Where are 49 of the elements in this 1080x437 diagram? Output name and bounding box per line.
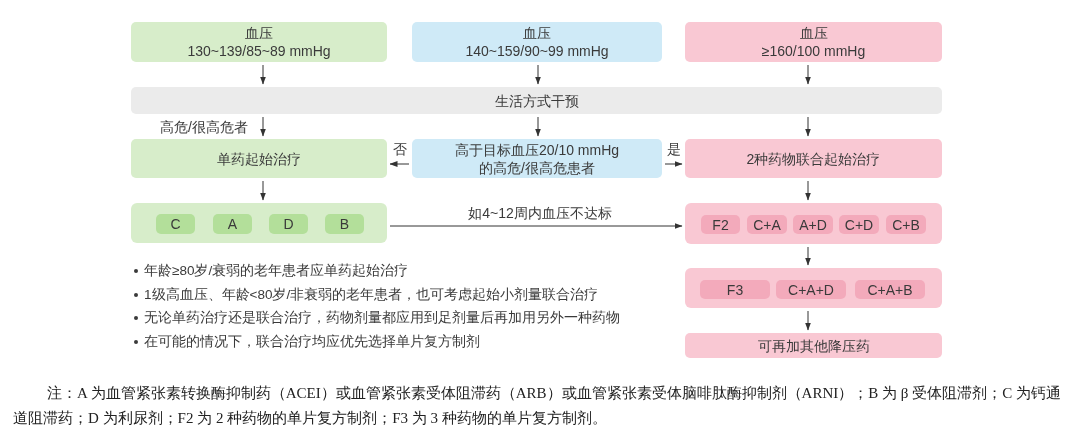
drug-tag: D <box>269 214 308 234</box>
arrow <box>805 64 811 85</box>
note-text: 年龄≥80岁/衰弱的老年患者应单药起始治疗 <box>144 262 409 280</box>
bp-label: 血压 <box>245 24 273 42</box>
treatment-box: 可再加其他降压药 <box>685 333 942 358</box>
drug-group-panel <box>685 268 942 308</box>
drug-tag: F3 <box>700 280 770 299</box>
bp-label: 血压 <box>523 24 551 42</box>
bp-value: 130~139/85~89 mmHg <box>187 42 331 60</box>
edge-label: 否 <box>390 141 409 158</box>
drug-tag: C+A <box>747 215 787 234</box>
arrow <box>389 161 410 167</box>
bp-range-box <box>685 22 942 62</box>
arrow <box>535 64 541 85</box>
drug-tag: A <box>213 214 252 234</box>
arrow <box>260 116 266 137</box>
edge-label: 是 <box>664 141 683 158</box>
note-text: 1级高血压、年龄<80岁/非衰弱的老年患者，也可考虑起始小剂量联合治疗 <box>144 285 599 304</box>
treatment-box: 单药起始治疗 <box>131 139 387 178</box>
note-text: 无论单药治疗还是联合治疗，药物剂量都应用到足剂量后再加用另外一种药物 <box>144 309 620 327</box>
drug-tag: A+D <box>793 215 833 234</box>
bp-label: 血压 <box>799 24 828 42</box>
drug-tag: C+D <box>839 215 879 234</box>
treatment-box: 2种药物联合起始治疗 <box>685 139 942 178</box>
decision-box: 高于目标血压20/10 mmHg的高危/很高危患者 <box>412 139 662 178</box>
drug-tag: C <box>156 214 195 234</box>
drug-tag: F2 <box>701 215 740 234</box>
arrow <box>535 116 541 137</box>
arrow <box>389 223 683 229</box>
arrow <box>805 116 811 137</box>
arrow <box>664 161 683 167</box>
bp-range-box <box>131 22 387 62</box>
caption-text: 注：A 为血管紧张素转换酶抑制药（ACEI）或血管紧张素受体阻滞药（ARB）或血管紧张素受体脑啡肽酶抑制剂（ARNI）；B 为 β 受体阻滞剂；C 为钙通道阻滞药；D 为利尿剂；F2 为 2 种药物的单片复方制剂；F3 为 3 种药物的单片复方制剂。 <box>13 384 1062 428</box>
bp-range-box <box>412 22 662 62</box>
note-text: 在可能的情况下，联合治疗均应优先选择单片复方制剂 <box>144 332 480 351</box>
arrow <box>805 246 811 266</box>
arrow <box>805 310 811 331</box>
drug-tag: C+A+D <box>776 280 846 299</box>
drug-tag: B <box>325 214 364 234</box>
bp-value: ≥160/100 mmHg <box>761 42 866 60</box>
drug-group-panel <box>131 203 387 243</box>
lifestyle-band: 生活方式干预 <box>131 87 942 114</box>
drug-group-panel <box>685 203 942 244</box>
drug-tag: C+B <box>886 215 926 234</box>
drug-tag: C+A+B <box>855 280 925 299</box>
bp-value: 140~159/90~99 mmHg <box>465 42 609 60</box>
arrow <box>260 180 266 201</box>
arrow <box>805 180 811 201</box>
arrow <box>260 64 266 85</box>
